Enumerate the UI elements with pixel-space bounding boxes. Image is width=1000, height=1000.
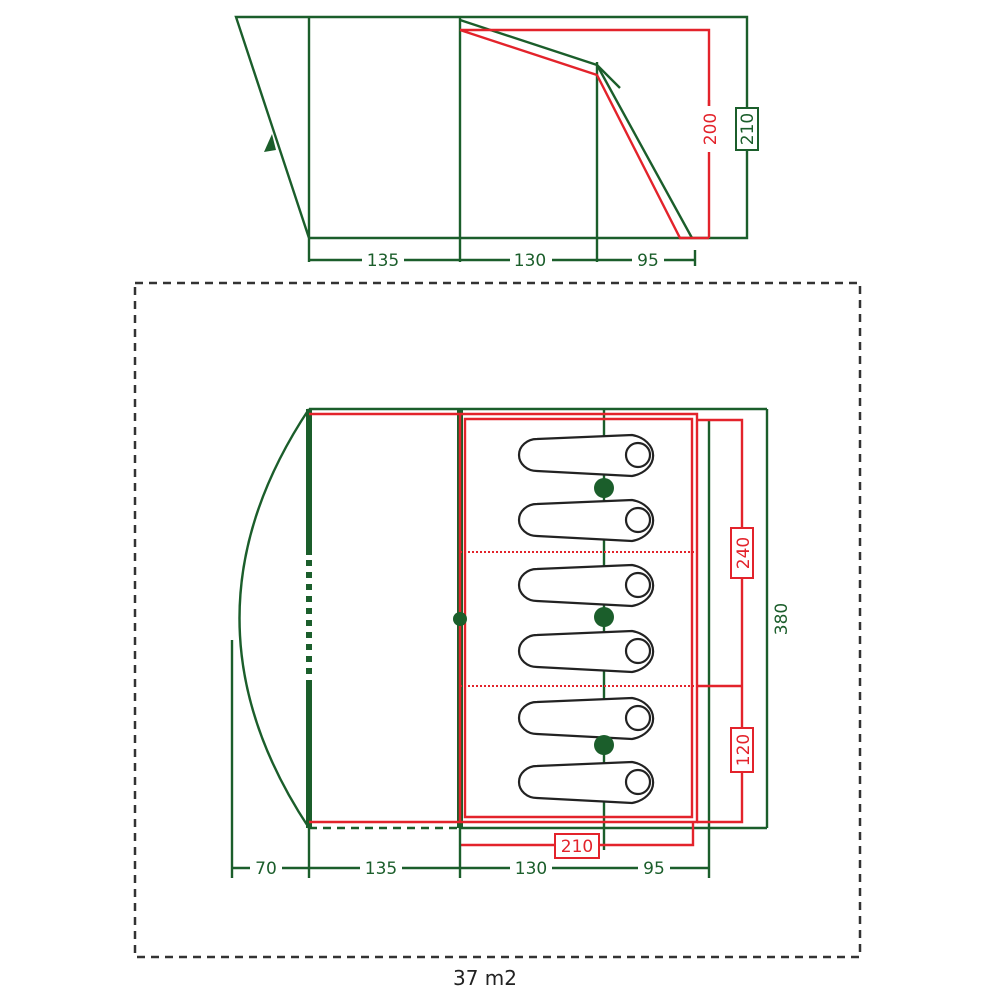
porch-arc [238,408,311,829]
area-label: 37 m2 [453,966,517,990]
side-width-2: 130 [514,251,546,271]
floor-width-4: 95 [643,859,665,879]
side-outline [234,15,749,262]
pillow-icon [624,441,652,469]
floor-width-1: 70 [255,859,277,879]
outer-height-box [735,107,759,151]
pole-hub-3 [594,735,614,755]
pillow-icon [624,506,652,534]
total-depth-label: 380 [772,603,792,635]
sleeping-bag-icon [517,563,655,608]
sleeping-bag-icon [517,433,655,478]
inner-width-label: 210 [561,837,593,857]
pitch-area-boundary [133,281,862,959]
bedroom-depth-label-2: 120 [734,734,754,766]
sleeping-bag-icon [517,629,655,674]
pillow-icon [624,571,652,599]
side-width-1: 135 [367,251,399,271]
outer-roof-line [459,18,694,239]
sleeping-bag-icon [517,498,655,543]
bedroom-depth-label: 240 [734,537,754,569]
pole-hub-4 [453,612,467,626]
inner-height-label: 200 [701,113,721,145]
inner-tent-line [459,28,711,240]
sleeping-bag-icon [517,696,655,741]
pillow-icon [624,637,652,665]
pillow-icon [624,768,652,796]
pillow-icon [624,704,652,732]
pole-hub-2 [594,607,614,627]
floor-width-2: 135 [365,859,397,879]
floor-plan: 240 120 380 210 70 135 130 95 [230,407,792,880]
side-elevation: 200 210 135 130 95 [234,15,759,272]
floor-width-3: 130 [515,859,547,879]
sleeping-bag-icon [517,760,655,805]
side-width-3: 95 [637,251,659,271]
room-dividers [460,551,697,687]
door-arrow-icon [264,134,276,152]
pole-hub-1 [594,478,614,498]
outer-height-label: 210 [738,113,758,145]
